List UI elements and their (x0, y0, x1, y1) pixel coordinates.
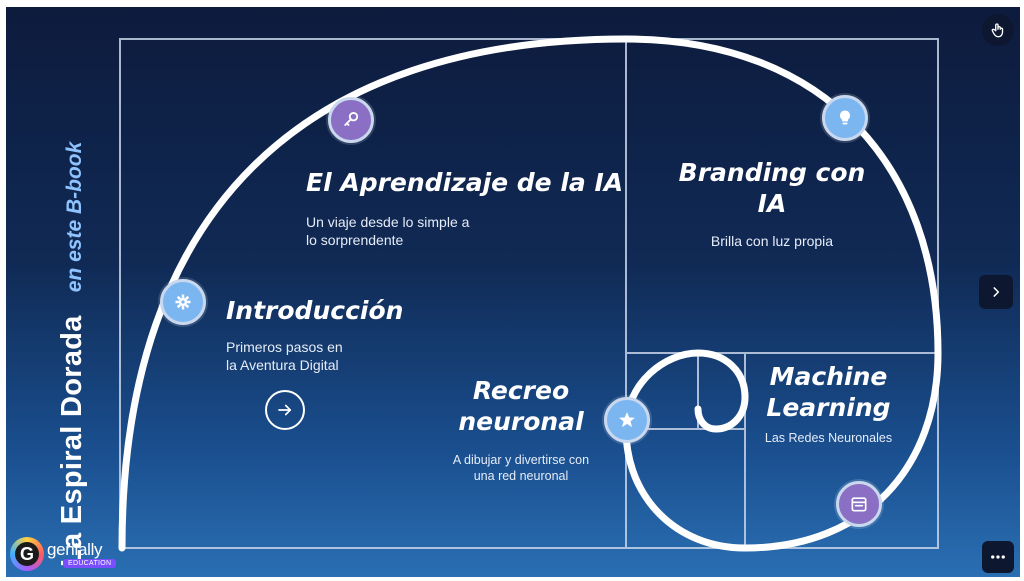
genially-logo-icon: G (10, 537, 44, 571)
node-branding[interactable] (822, 95, 868, 141)
gear-icon (175, 294, 191, 310)
book-title: La Espiral Dorada (56, 315, 88, 567)
star-icon (619, 412, 635, 428)
machine-learning-title[interactable]: Machine Learning (766, 362, 891, 422)
chevron-right-icon (993, 287, 1000, 297)
touch-toggle-button[interactable] (982, 14, 1014, 46)
genially-wordmark: genially (47, 539, 103, 559)
recreo-title[interactable]: Recreo neuronal (458, 376, 584, 436)
recreo-description: A dibujar y divertirse con una red neuro… (452, 453, 590, 483)
more-horizontal-icon (991, 555, 1005, 559)
calendar-icon (851, 497, 867, 512)
next-slide-button[interactable] (979, 275, 1013, 309)
node-recreo[interactable] (604, 397, 650, 443)
key-icon (344, 112, 359, 126)
lightbulb-icon (839, 110, 851, 125)
arrow-right-icon (278, 404, 292, 416)
node-aprendizaje[interactable] (328, 97, 374, 143)
more-options-button[interactable] (982, 541, 1014, 573)
hand-pointer-icon (991, 23, 1004, 38)
introduccion-arrow-button[interactable] (265, 390, 305, 430)
branding-title[interactable]: Branding con IA (678, 158, 866, 218)
node-introduccion[interactable] (160, 279, 206, 325)
branding-description: Brilla con luz propia (710, 233, 834, 249)
introduccion-description: Primeros pasos en la Aventura Digital (226, 339, 343, 373)
aprendizaje-description: Un viaje desde lo simple a lo sorprenden… (306, 214, 470, 248)
machine-learning-description: Las Redes Neuronales (764, 431, 893, 445)
genially-logo[interactable]: G genially EDUCATION (10, 537, 117, 571)
presentation-slide: La Espiral Dorada en este B-book (6, 7, 1020, 577)
vertical-title: La Espiral Dorada en este B-book (56, 142, 89, 567)
introduccion-title[interactable]: Introducción (226, 296, 404, 325)
node-machine-learning[interactable] (836, 481, 882, 527)
book-subtitle: en este B-book (63, 141, 86, 293)
education-badge: EDUCATION (63, 558, 117, 568)
aprendizaje-title[interactable]: El Aprendizaje de la IA (306, 168, 624, 197)
